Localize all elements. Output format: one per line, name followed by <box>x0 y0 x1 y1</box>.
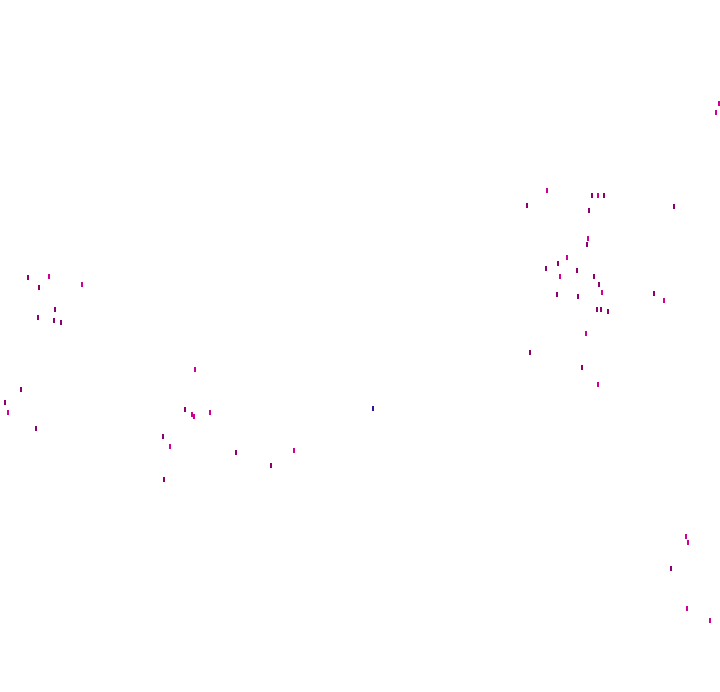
speckle-mark <box>663 298 665 303</box>
speckle-mark <box>670 566 672 571</box>
speckle-mark <box>593 274 595 279</box>
speckle-mark <box>557 261 559 266</box>
speckle-mark <box>193 414 195 419</box>
speckle-mark <box>715 110 717 115</box>
speckle-mark <box>191 412 193 417</box>
speckle-mark <box>601 290 603 295</box>
speckle-mark <box>597 382 599 387</box>
speckle-mark <box>20 387 22 392</box>
speckle-mark <box>38 285 40 290</box>
speckle-mark <box>556 292 558 297</box>
speckle-mark <box>48 274 50 279</box>
speckle-mark <box>60 320 62 325</box>
speckle-mark <box>685 534 687 539</box>
speckle-mark <box>35 426 37 431</box>
speckle-mark <box>581 365 583 370</box>
speckle-mark <box>209 410 211 415</box>
speckle-mark <box>162 434 164 439</box>
speckle-mark <box>577 294 579 299</box>
speckle-mark <box>588 208 590 213</box>
speckle-mark <box>653 291 655 296</box>
speckle-mark <box>603 193 605 198</box>
speckle-mark <box>598 282 600 287</box>
speckle-mark <box>235 450 237 455</box>
speckle-mark <box>27 275 29 280</box>
speckle-mark <box>526 203 528 208</box>
speckle-mark <box>687 540 689 545</box>
speckle-mark <box>586 242 588 247</box>
speckle-mark <box>372 406 374 411</box>
speckle-mark <box>293 448 295 453</box>
speckle-mark <box>529 350 531 355</box>
speckle-mark <box>270 463 272 468</box>
speckle-mark <box>194 367 196 372</box>
speckle-mark <box>585 331 587 336</box>
speckle-mark <box>591 193 593 198</box>
speckle-mark <box>163 477 165 482</box>
speckle-mark <box>576 268 578 273</box>
speckle-mark <box>53 318 55 323</box>
speckle-mark <box>545 266 547 271</box>
speckle-mark <box>546 188 548 193</box>
speckle-mark <box>559 274 561 279</box>
speckle-mark <box>169 444 171 449</box>
speckle-mark <box>4 400 6 405</box>
speckle-mark <box>184 407 186 412</box>
speckle-mark <box>673 204 675 209</box>
speckle-mark <box>7 410 9 415</box>
speckle-mark <box>607 309 609 314</box>
speckle-mark <box>566 255 568 260</box>
speckle-mark <box>81 282 83 287</box>
speckle-mark <box>709 618 711 623</box>
speckle-mark <box>686 606 688 611</box>
speckle-mark <box>37 315 39 320</box>
speckle-mark <box>597 193 599 198</box>
speckle-mark <box>596 307 598 312</box>
speckle-mark <box>587 236 589 241</box>
speckle-mark <box>718 101 720 106</box>
speckle-mark <box>54 307 56 312</box>
speckle-mark <box>600 307 602 312</box>
